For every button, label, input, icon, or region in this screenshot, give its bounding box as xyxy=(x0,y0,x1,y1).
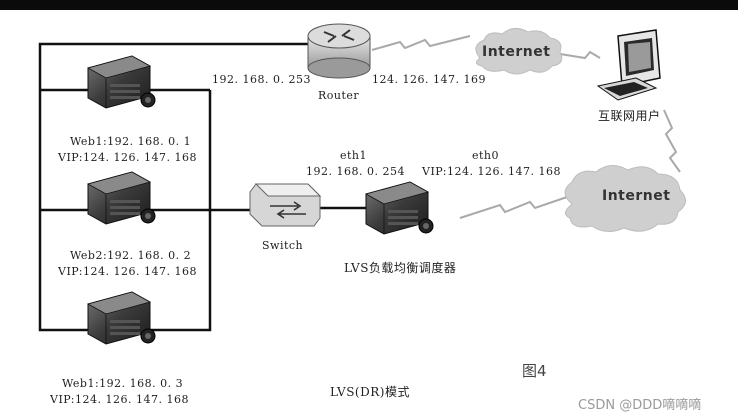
wan-links xyxy=(371,35,681,219)
switch-icon xyxy=(249,183,322,227)
internet-top-label: Internet xyxy=(482,44,551,60)
top-bar xyxy=(0,0,738,10)
web1-vip: VIP:124. 126. 147. 168 xyxy=(58,151,197,164)
computer-icon xyxy=(596,29,661,101)
user-label: 互联网用户 xyxy=(598,109,661,123)
eth1-label: eth1 xyxy=(340,149,368,162)
eth0-vip: VIP:124. 126. 147. 168 xyxy=(422,165,561,178)
router-icon xyxy=(307,23,371,79)
lvs-internet-zigzag xyxy=(459,195,571,219)
web3-vip: VIP:124. 126. 147. 168 xyxy=(50,393,189,406)
router-internet-zigzag xyxy=(371,35,471,51)
internet-right-label: Internet xyxy=(602,188,671,204)
web1-ip: Web1:192. 168. 0. 1 xyxy=(70,135,192,148)
router-right-ip: 124. 126. 147. 169 xyxy=(372,73,486,86)
eth1-ip: 192. 168. 0. 254 xyxy=(306,165,405,178)
server-icon xyxy=(87,171,156,225)
lvs-label: LVS负载均衡调度器 xyxy=(344,261,457,275)
web3-ip: Web1:192. 168. 0. 3 xyxy=(62,377,184,390)
server-icon xyxy=(87,291,156,345)
server-icon xyxy=(365,181,434,235)
switch-label: Switch xyxy=(262,239,304,252)
computer-internet-zigzag xyxy=(663,109,681,173)
router-left-ip: 192. 168. 0. 253 xyxy=(212,73,311,86)
figure-number: 图4 xyxy=(522,362,547,380)
router-label: Router xyxy=(318,89,360,102)
csdn-watermark: CSDN @DDD嘀嘀嘀 xyxy=(578,398,702,413)
outer-lan-loop xyxy=(38,42,310,332)
web2-vip: VIP:124. 126. 147. 168 xyxy=(58,265,197,278)
web2-ip: Web2:192. 168. 0. 2 xyxy=(70,249,192,262)
server-icon xyxy=(87,55,156,109)
internet-computer-zigzag xyxy=(559,50,601,60)
cloud-icon xyxy=(564,165,686,232)
diagram-caption: LVS(DR)模式 xyxy=(330,385,410,399)
cloud-icon xyxy=(475,28,563,75)
eth0-label: eth0 xyxy=(472,149,500,162)
